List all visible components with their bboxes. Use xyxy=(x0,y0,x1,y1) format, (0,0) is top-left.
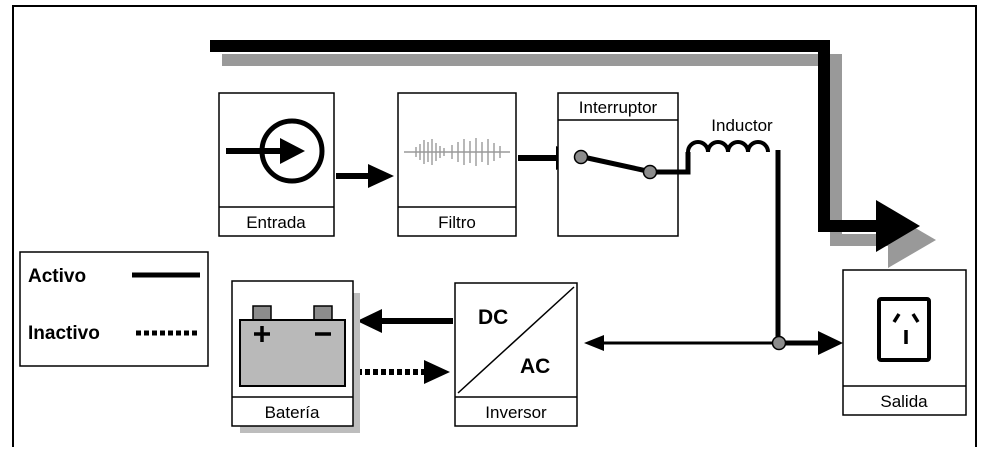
bateria-block: Batería xyxy=(231,280,360,433)
salida-arrowhead xyxy=(818,331,843,355)
inversor-diagonal xyxy=(457,286,575,394)
bateria-label: Batería xyxy=(265,403,320,422)
inversor-arrowhead xyxy=(584,335,604,351)
salida-block: Salida xyxy=(842,269,967,416)
bateria-to-inversor-arrowhead xyxy=(424,360,450,384)
inversor-ac-label: AC xyxy=(520,355,550,378)
battery-icon xyxy=(239,305,346,387)
inversor-block: DC AC Inversor xyxy=(454,282,578,427)
switch-icon xyxy=(573,149,658,180)
inversor-label: Inversor xyxy=(485,403,547,422)
outlet-icon xyxy=(877,297,931,362)
interruptor-label: Interruptor xyxy=(579,98,658,117)
filter-waveform-icon xyxy=(404,138,510,166)
inductor-label: Inductor xyxy=(711,116,773,135)
legend-inactive-label: Inactivo xyxy=(28,323,100,344)
interruptor-block: Interruptor xyxy=(557,92,679,237)
entrada-label: Entrada xyxy=(246,213,306,232)
entrada-block: Entrada xyxy=(218,92,335,237)
filtro-label: Filtro xyxy=(438,213,476,232)
salida-label: Salida xyxy=(880,392,928,411)
diagram-frame xyxy=(12,5,977,447)
input-source-icon xyxy=(226,118,325,184)
inversor-dc-label: DC xyxy=(478,306,508,329)
inversor-to-bateria-arrowhead xyxy=(357,309,382,333)
bypass-path xyxy=(210,40,936,268)
filtro-block: Filtro xyxy=(397,92,517,237)
legend: Activo Inactivo xyxy=(19,251,209,367)
entrada-to-filtro-arrowhead xyxy=(368,164,394,188)
junction-node xyxy=(771,335,787,351)
inductor-coil-icon xyxy=(686,140,770,153)
legend-active-label: Activo xyxy=(28,266,86,287)
interruptor-to-inductor-line xyxy=(656,152,691,175)
